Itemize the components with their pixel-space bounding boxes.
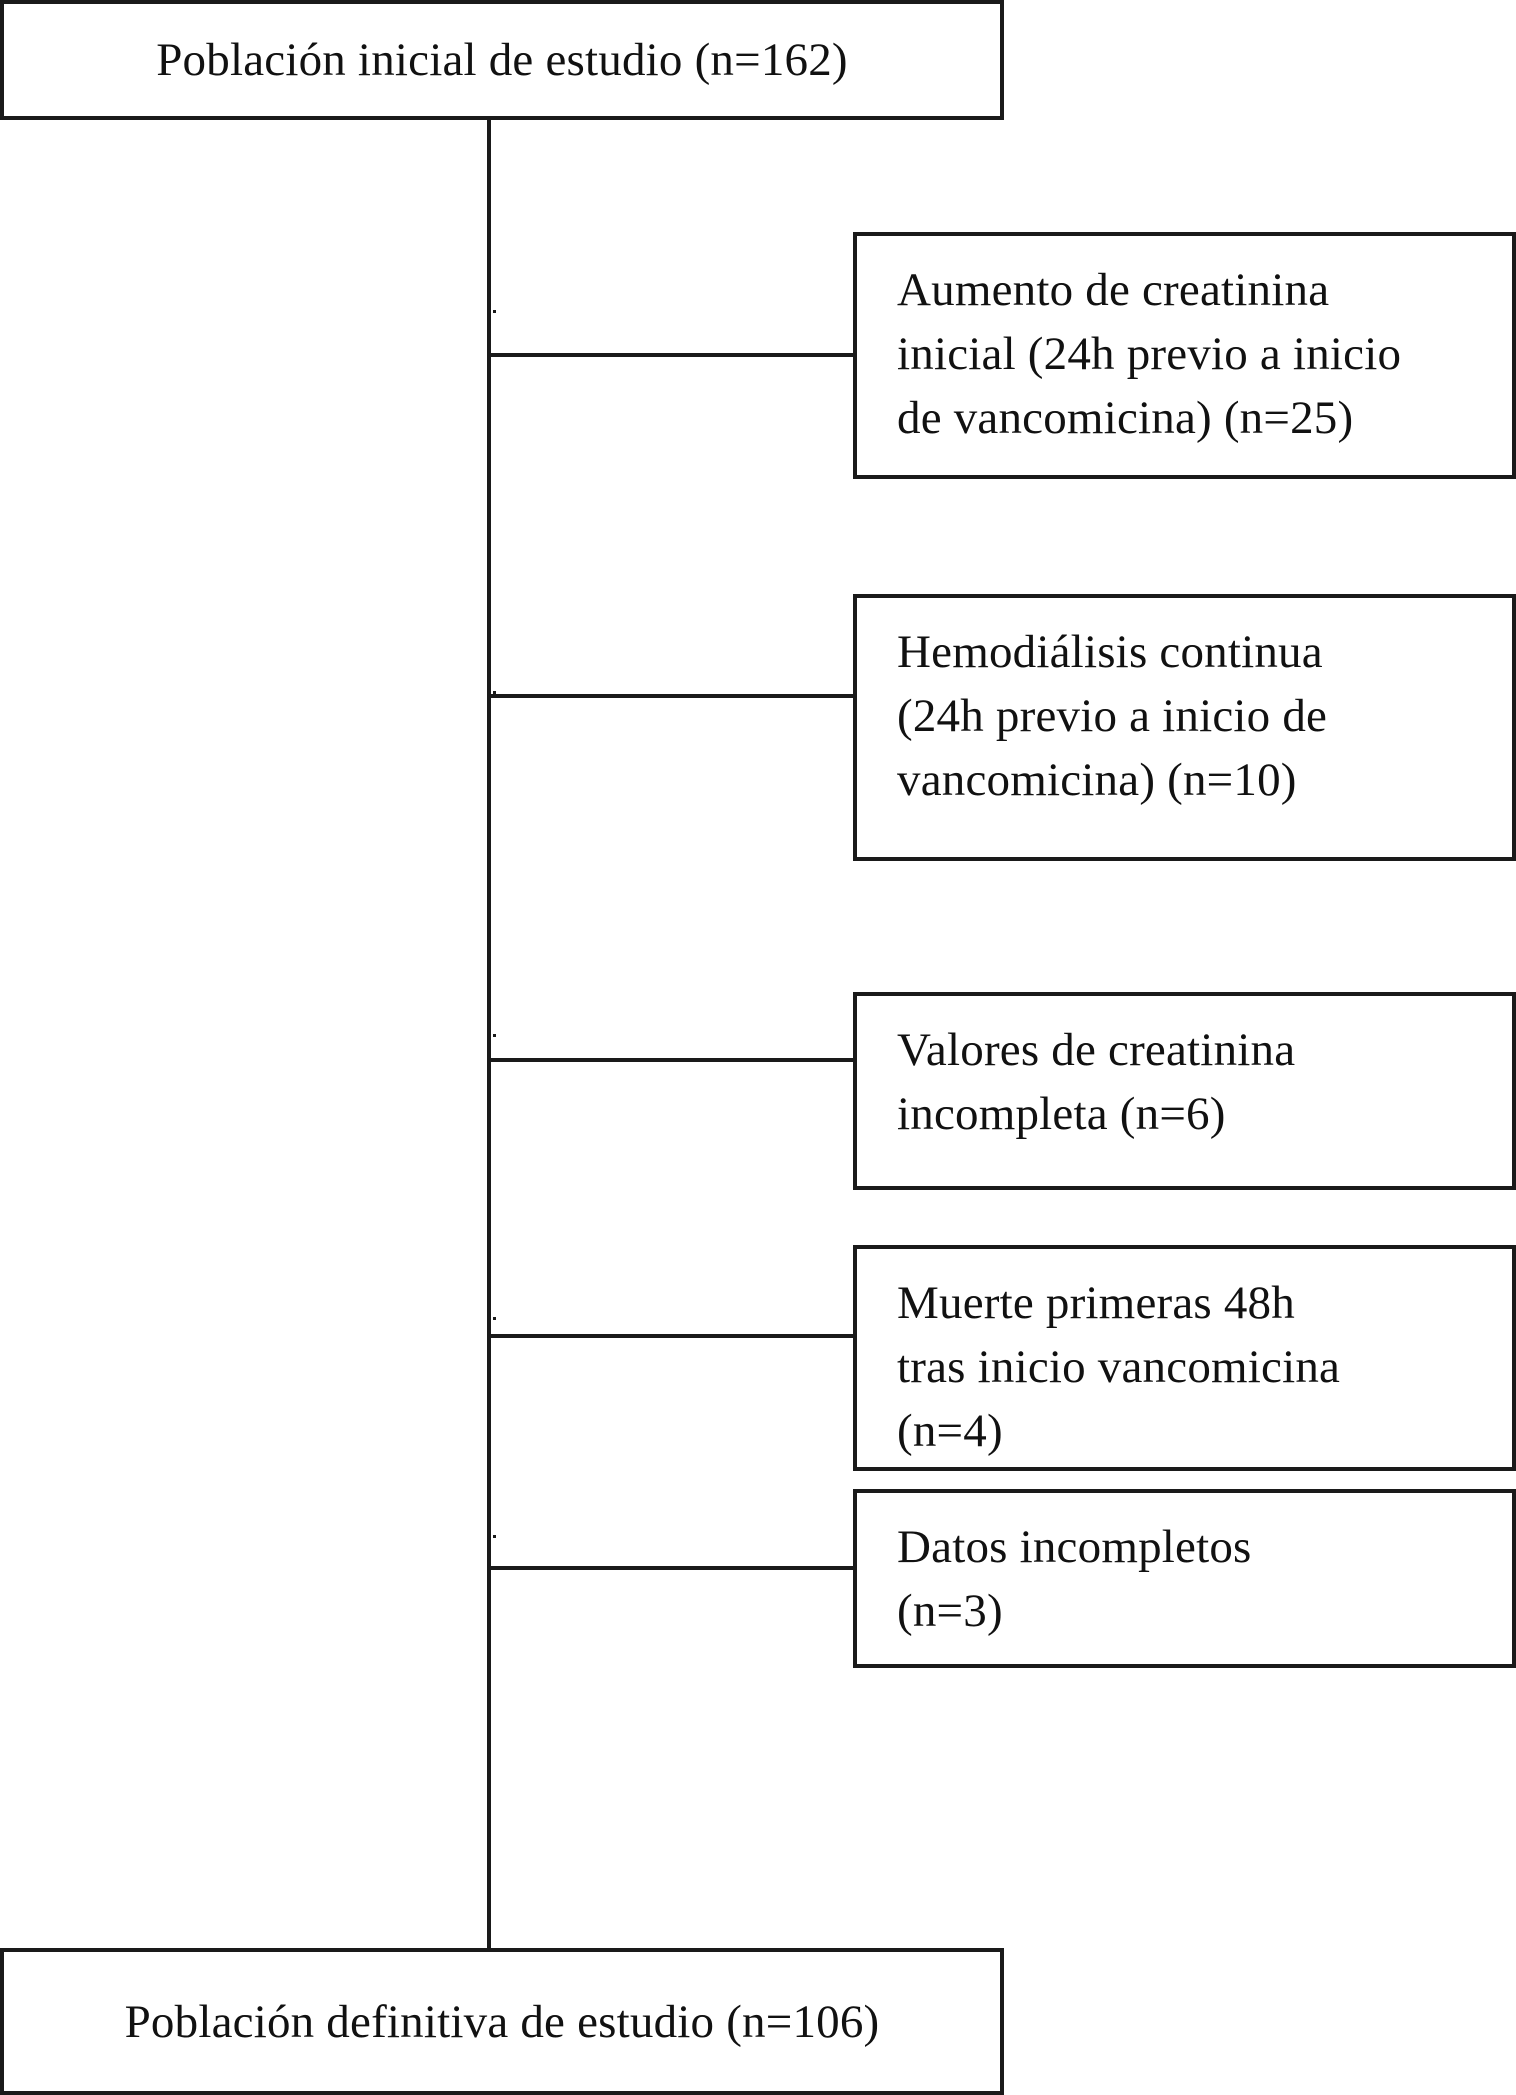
final-population-box: Población definitiva de estudio (n=106) xyxy=(0,1948,1004,2095)
branch-connector-1 xyxy=(489,353,855,357)
exclusion-text-line: incompleta (n=6) xyxy=(897,1088,1226,1140)
exclusion-text-line: (n=4) xyxy=(897,1405,1003,1457)
exclusion-text-line: Muerte primeras 48h xyxy=(897,1277,1295,1329)
branch-connector-3 xyxy=(489,1058,855,1062)
tick-mark-1 xyxy=(493,310,496,313)
exclusion-box-early-death: Muerte primeras 48h tras inicio vancomic… xyxy=(853,1245,1516,1471)
exclusion-box-incomplete-data: Datos incompletos (n=3) xyxy=(853,1489,1516,1668)
tick-mark-5 xyxy=(493,1535,496,1538)
exclusion-text-line: (24h previo a inicio de xyxy=(897,690,1328,742)
initial-population-box: Población inicial de estudio (n=162) xyxy=(0,0,1004,120)
exclusion-box-hemodialysis: Hemodiálisis continua (24h previo a inic… xyxy=(853,594,1516,861)
main-connector-line xyxy=(487,120,491,1948)
exclusion-text-line: Valores de creatinina xyxy=(897,1024,1296,1076)
initial-population-label: Población inicial de estudio (n=162) xyxy=(156,34,848,86)
exclusion-text-line: vancomicina) (n=10) xyxy=(897,754,1297,806)
final-population-label: Población definitiva de estudio (n=106) xyxy=(124,1995,880,2048)
exclusion-text-line: Aumento de creatinina xyxy=(897,264,1330,316)
branch-connector-4 xyxy=(489,1334,855,1338)
branch-connector-5 xyxy=(489,1566,855,1570)
exclusion-text-line: tras inicio vancomicina xyxy=(897,1341,1341,1393)
exclusion-box-creatinine-increase: Aumento de creatinina inicial (24h previ… xyxy=(853,232,1516,479)
branch-connector-2 xyxy=(489,694,855,698)
tick-mark-4 xyxy=(493,1317,496,1320)
exclusion-text-line: Hemodiálisis continua xyxy=(897,626,1323,678)
exclusion-box-incomplete-creatinine: Valores de creatinina incompleta (n=6) xyxy=(853,992,1516,1190)
exclusion-text-line: (n=3) xyxy=(897,1585,1003,1637)
exclusion-text-line: inicial (24h previo a inicio xyxy=(897,328,1402,380)
exclusion-text-line: Datos incompletos xyxy=(897,1521,1252,1573)
exclusion-text-line: de vancomicina) (n=25) xyxy=(897,392,1354,444)
tick-mark-3 xyxy=(493,1034,496,1037)
tick-mark-2 xyxy=(493,691,496,694)
